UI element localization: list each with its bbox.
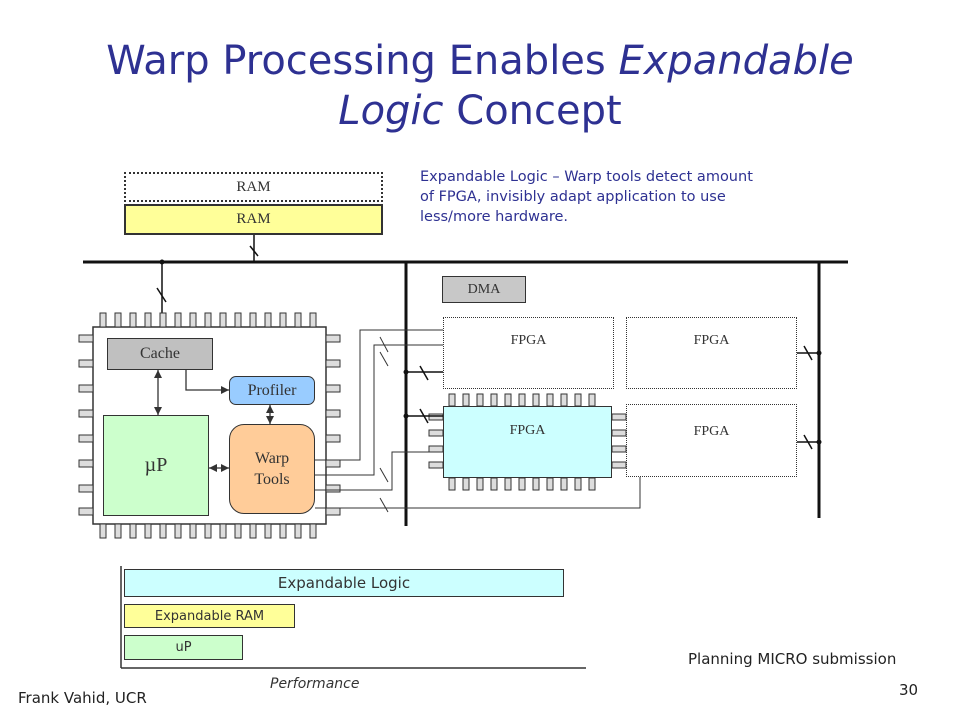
fpga-block-1: FPGA	[443, 317, 614, 389]
expandable-logic-note: Expandable Logic – Warp tools detect amo…	[420, 169, 753, 225]
warp-tools-line-2: Tools	[254, 471, 290, 488]
warp-tools-line-1: Warp	[254, 450, 290, 467]
fpga-block-4: FPGA	[626, 404, 797, 477]
title-italic-1: Expandable	[618, 38, 854, 84]
fpga-block-2: FPGA	[626, 317, 797, 389]
microprocessor-block: µP	[103, 415, 209, 516]
footer-author: Frank Vahid, UCR	[18, 689, 147, 707]
fpga-chip-block: FPGA	[443, 406, 612, 478]
footer-event: Planning MICRO submission	[688, 650, 897, 668]
title-italic-2: Logic	[338, 88, 444, 134]
bar-up: uP	[124, 635, 243, 660]
dma-block: DMA	[442, 276, 526, 303]
ram-block-top: RAM	[124, 172, 383, 202]
warp-tools-block: Warp Tools	[229, 424, 315, 514]
bar-expandable-ram: Expandable RAM	[124, 604, 295, 628]
slide-title: Warp Processing Enables Expandable Logic…	[0, 36, 960, 136]
title-text-1: Warp Processing Enables	[106, 38, 619, 84]
ram-block-bottom: RAM	[124, 204, 383, 235]
page-number: 30	[899, 681, 919, 699]
bar-expandable-logic: Expandable Logic	[124, 569, 564, 597]
profiler-block: Profiler	[229, 376, 315, 405]
title-text-2: Concept	[443, 88, 622, 134]
cache-block: Cache	[107, 338, 213, 370]
performance-axis-label: Performance	[270, 676, 360, 692]
